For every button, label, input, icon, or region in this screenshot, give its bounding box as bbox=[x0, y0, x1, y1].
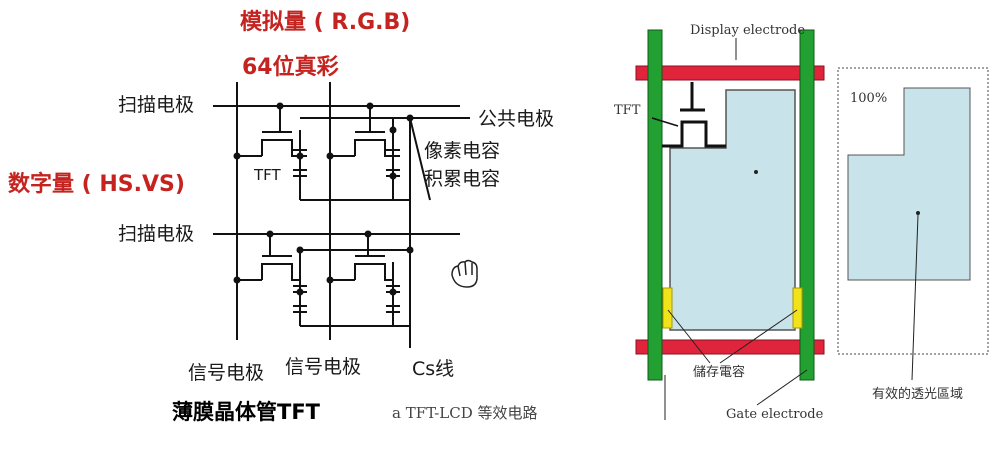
tft-symbol bbox=[651, 82, 726, 148]
storage-capacitor-right bbox=[792, 287, 803, 329]
common-electrode-label: 公共电极 bbox=[478, 108, 555, 130]
effective-area-shape bbox=[847, 87, 971, 281]
hand-cursor-icon bbox=[451, 259, 478, 288]
signal-electrode-label-1: 信号电极 bbox=[188, 362, 265, 384]
tft-label: TFT bbox=[254, 166, 281, 184]
junction-dots bbox=[233, 102, 414, 296]
tft-cell bbox=[330, 106, 431, 201]
analog-label: 模拟量 ( R.G.B) bbox=[240, 10, 411, 35]
storage-capacitor-label: 积累电容 bbox=[424, 168, 501, 190]
tft-title: 薄膜晶体管TFT bbox=[172, 400, 320, 424]
pixel-capacitor-label: 像素电容 bbox=[424, 140, 501, 162]
cs-line-label: Cs线 bbox=[412, 358, 455, 380]
gate-bar-top bbox=[635, 65, 825, 81]
percent-label: 100% bbox=[850, 91, 888, 106]
right-tft-label: TFT bbox=[614, 103, 641, 118]
signal-electrode-label-2: 信号电极 bbox=[285, 356, 362, 378]
scan-electrode-label-2: 扫描电极 bbox=[118, 223, 195, 245]
data-bar-left bbox=[647, 29, 663, 381]
storage-capacitor-left bbox=[662, 287, 673, 329]
display-electrode-label: Display electrode bbox=[690, 23, 806, 38]
tft-cell bbox=[330, 234, 400, 326]
gate-electrode-label: Gate electrode bbox=[726, 407, 824, 422]
leader-lines bbox=[664, 38, 808, 420]
digital-label: 数字量 ( HS.VS) bbox=[8, 172, 185, 197]
figure-caption: a TFT-LCD 等效电路 bbox=[392, 404, 538, 422]
scan-electrode-label-1: 扫描电极 bbox=[118, 94, 195, 116]
data-bar-right bbox=[799, 29, 815, 381]
effective-area-label: 有效的透光區域 bbox=[872, 387, 964, 402]
display-electrode-area bbox=[669, 89, 796, 331]
tft-cell bbox=[237, 106, 307, 200]
gate-bar-bottom bbox=[635, 339, 825, 355]
storage-capacitor-right-label: 儲存電容 bbox=[693, 365, 746, 380]
effective-area-box bbox=[837, 67, 989, 355]
color-depth-label: 64位真彩 bbox=[242, 55, 339, 80]
